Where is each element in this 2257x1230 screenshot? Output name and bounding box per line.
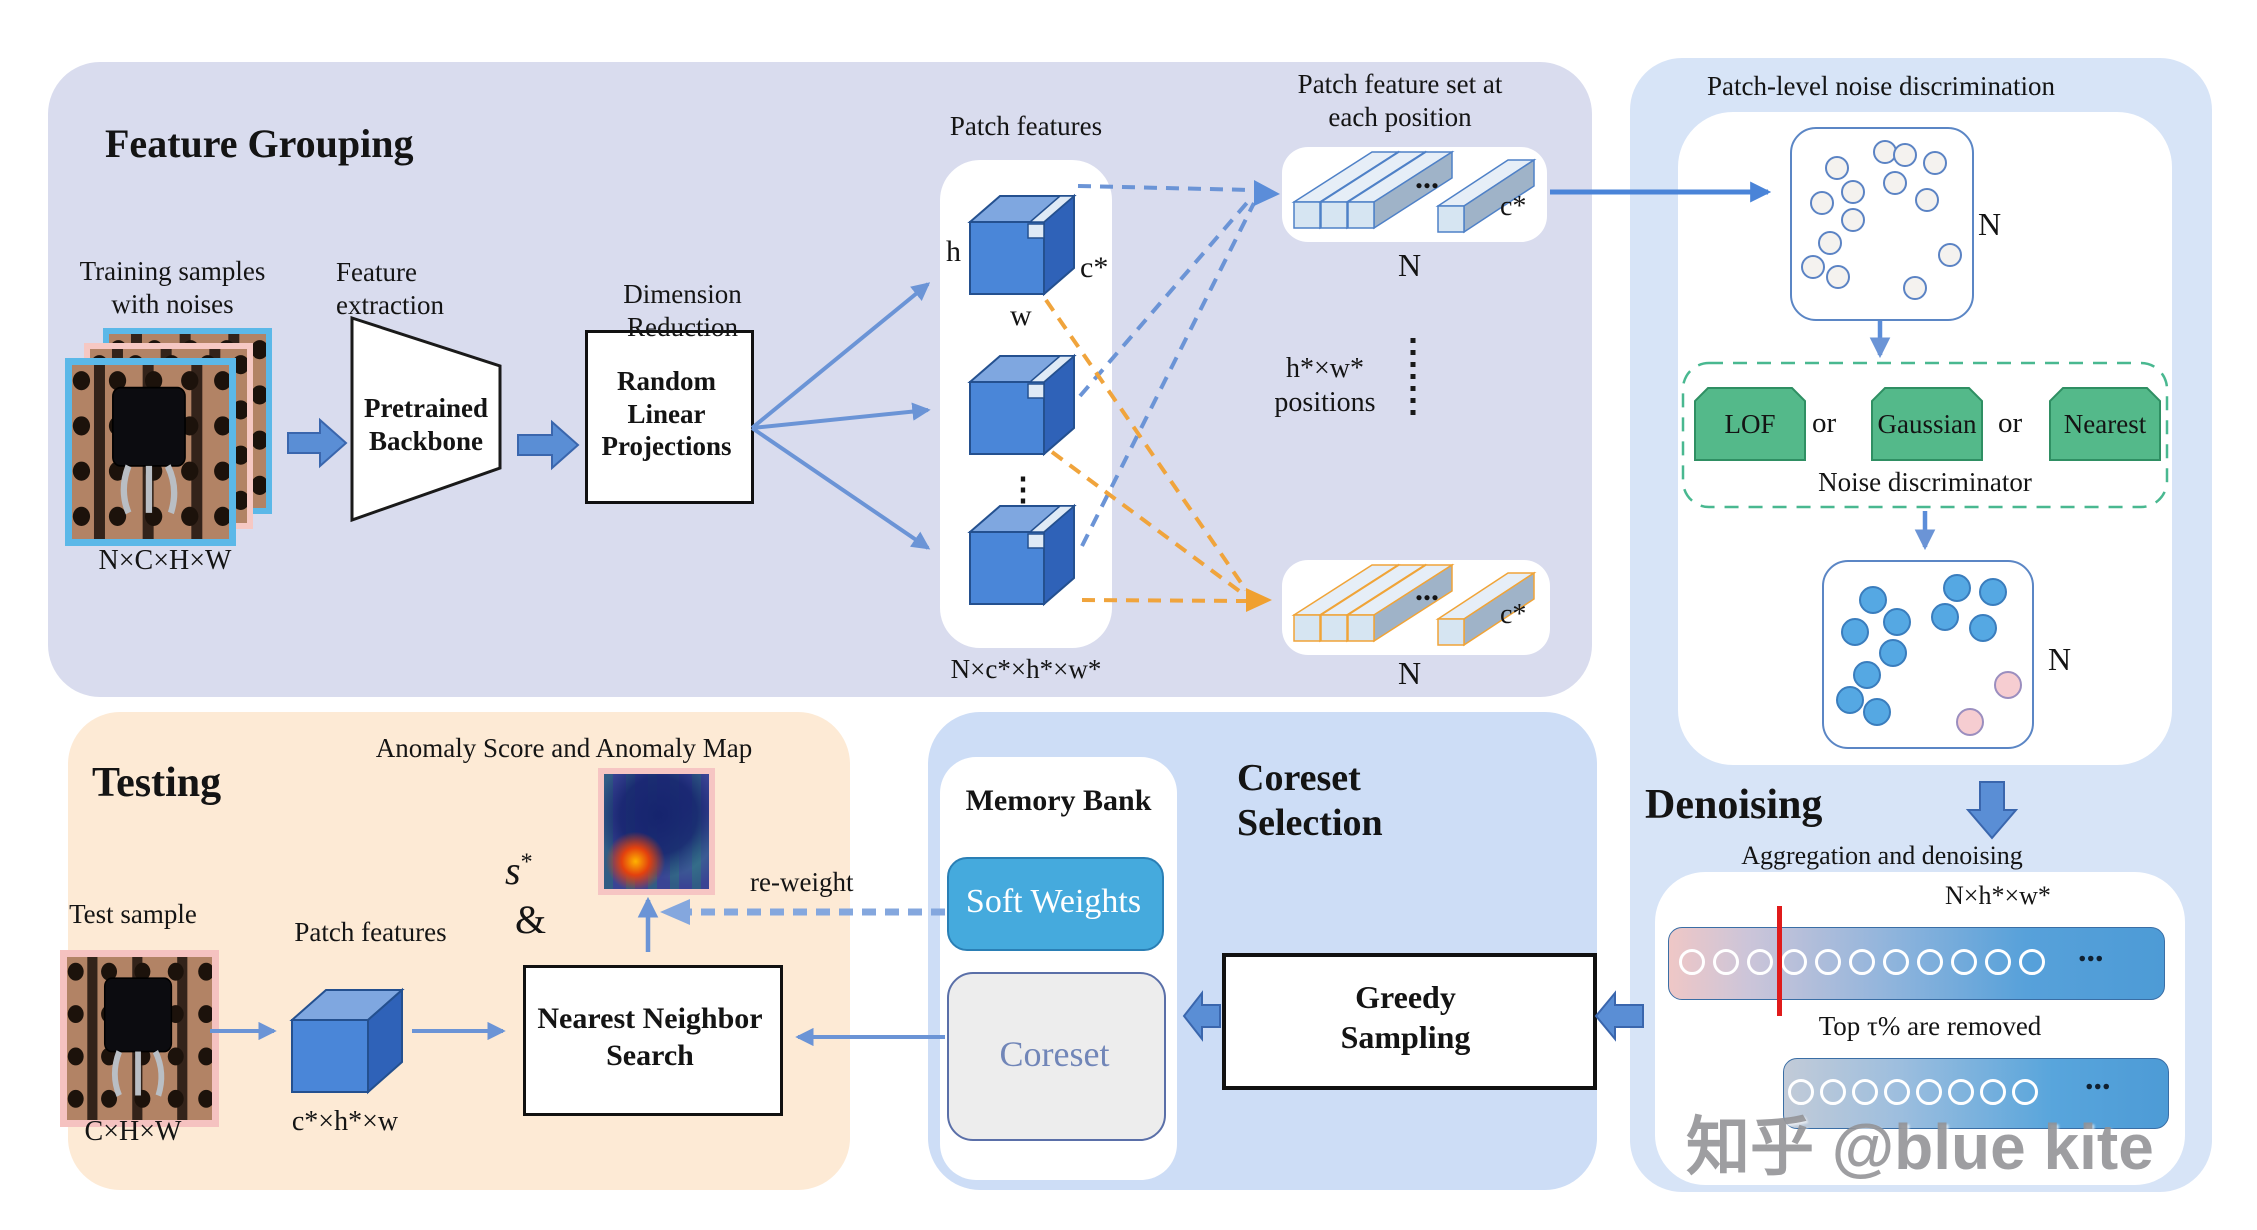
greedy-sampling-box bbox=[1222, 953, 1597, 1090]
feature-grouping-title: Feature Grouping bbox=[105, 121, 414, 166]
anomaly-output-label: Anomaly Score and Anomaly Map bbox=[375, 733, 753, 763]
scatter-box-denoised bbox=[1822, 560, 2034, 749]
training-sample-front bbox=[65, 358, 236, 546]
score-star: * bbox=[520, 849, 533, 876]
bottom-set-ellipsis: ... bbox=[1415, 571, 1439, 607]
lof-label: LOF bbox=[1724, 408, 1776, 439]
patch-set-label: Patch feature set at each position bbox=[1297, 69, 1503, 132]
soft-weights-box bbox=[947, 857, 1164, 951]
bar1-ellipsis: ... bbox=[2078, 932, 2104, 969]
coreset-label: Coreset bbox=[999, 1033, 1110, 1074]
test-patch-features-label: Patch features bbox=[294, 917, 447, 947]
cube-c-label: c* bbox=[1080, 251, 1109, 284]
score-ampersand: & bbox=[515, 896, 547, 942]
denoised-set-count: N bbox=[2048, 641, 2072, 677]
gaussian-label: Gaussian bbox=[1877, 408, 1977, 439]
feature-extraction-label: Feature extraction bbox=[336, 257, 444, 320]
denoise-container bbox=[1655, 872, 2185, 1185]
scatter-box-noisy bbox=[1790, 127, 1974, 321]
denoising-title: Denoising bbox=[1645, 782, 1823, 828]
zhihu-watermark: 知乎 @blue kite bbox=[1686, 1111, 2154, 1183]
bottom-set-n-label: N bbox=[1398, 655, 1422, 691]
or-label-1: or bbox=[1812, 407, 1837, 439]
test-patch-dims-label: c*×h*×w bbox=[291, 1106, 399, 1137]
anomaly-map-image bbox=[598, 768, 715, 895]
noisy-set-count: N bbox=[1978, 206, 2002, 242]
tau-removed-label: Top τ% are removed bbox=[1818, 1011, 2042, 1041]
top-set-ellipsis: ... bbox=[1415, 159, 1439, 195]
test-sample-image bbox=[60, 950, 219, 1127]
backbone-label: Pretrained Backbone bbox=[364, 393, 488, 456]
random-projections-box bbox=[585, 330, 754, 504]
test-sample-label: Test sample bbox=[69, 899, 197, 929]
testing-title: Testing bbox=[92, 760, 222, 806]
nearest-neighbor-search-label: Nearest Neighbor Search bbox=[537, 1001, 763, 1072]
anomaly-score-expr: s* & bbox=[505, 798, 546, 944]
dimension-reduction-label: Dimension Reduction bbox=[623, 279, 742, 342]
cube-stack-dots: ⋮ bbox=[1007, 471, 1039, 507]
cubes-dims-label: N×c*×h*×w* bbox=[950, 654, 1102, 684]
projections-label: Random Linear Projections bbox=[601, 365, 732, 462]
score-s: s bbox=[505, 847, 521, 893]
noise-discriminator-label: Noise discriminator bbox=[1818, 467, 2032, 497]
cube-h-label: h bbox=[946, 235, 961, 268]
soft-weights-label: Soft Weights bbox=[965, 883, 1142, 921]
memory-bank-label: Memory Bank bbox=[965, 784, 1152, 817]
test-dims-label: C×H×W bbox=[84, 1116, 182, 1147]
bar2-ellipsis: ... bbox=[2085, 1060, 2111, 1097]
coreset-box bbox=[947, 972, 1166, 1141]
cubes-container bbox=[940, 160, 1112, 648]
top-set-n-label: N bbox=[1398, 247, 1422, 283]
aggregation-label: Aggregation and denoising bbox=[1741, 841, 2023, 870]
or-label-2: or bbox=[1998, 407, 2023, 439]
training-samples-label: Training samples with noises bbox=[79, 256, 266, 319]
top-set-c-label: c* bbox=[1500, 191, 1527, 222]
denoise-dims-label: N×h*×w* bbox=[1945, 881, 2051, 910]
nearest-label: Nearest bbox=[2063, 408, 2147, 439]
reweight-label: re-weight bbox=[750, 867, 854, 897]
greedy-sampling-label: Greedy Sampling bbox=[1340, 979, 1471, 1055]
patch-features-label: Patch features bbox=[949, 111, 1103, 141]
score-bar-denoised bbox=[1783, 1058, 2169, 1129]
training-dims-label: N×C×H×W bbox=[98, 545, 232, 576]
noise-panel-title: Patch-level noise discrimination bbox=[1707, 71, 2055, 101]
bottom-set-c-label: c* bbox=[1500, 599, 1527, 630]
cube-w-label: w bbox=[1010, 299, 1032, 332]
coreset-selection-title: Coreset Selection bbox=[1237, 757, 1383, 844]
nearest-neighbor-search-box bbox=[523, 965, 783, 1116]
positions-label: h*×w* positions bbox=[1274, 353, 1376, 419]
